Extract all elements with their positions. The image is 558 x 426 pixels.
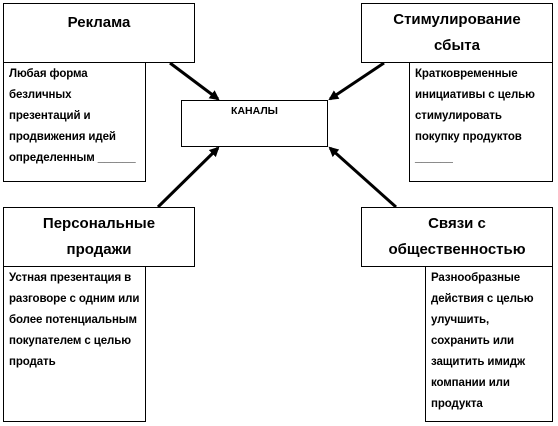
advertising-title-box: Реклама [3, 3, 195, 63]
arrow-sales-promotion-to-channels [328, 61, 385, 101]
channels-center-label: КАНАЛЫ [231, 105, 278, 117]
public-relations-description-box: Разнообразные действия с целью улучшить,… [425, 266, 553, 422]
sales-promotion-description: Кратковременные инициативы с целью стиму… [415, 68, 535, 164]
arrow-personal-selling-to-channels [156, 146, 220, 209]
personal-selling-title-line-1: Персональные [42, 215, 156, 232]
public-relations-title-line-2: общественностью [388, 241, 526, 258]
public-relations-title-line-1: Связи с [428, 215, 486, 232]
sales-promotion-title-line-2: сбыта [434, 37, 480, 54]
personal-selling-description: Устная презентация в разговоре с одним и… [9, 272, 140, 368]
advertising-title: Реклама [67, 14, 131, 31]
advertising-description: Любая форма безличных презентаций и прод… [9, 68, 136, 164]
sales-promotion-description-box: Кратковременные инициативы с целью стиму… [409, 62, 553, 182]
personal-selling-title-box: Персональные продажи [3, 207, 195, 267]
personal-selling-title-line-2: продажи [66, 241, 132, 258]
arrow-public-relations-to-channels [328, 146, 397, 209]
sales-promotion-title-line-1: Стимулирование [393, 11, 521, 28]
public-relations-description: Разнообразные действия с целью улучшить,… [431, 272, 534, 410]
sales-promotion-title-box: Стимулирование сбыта [361, 3, 553, 63]
public-relations-title-box: Связи с общественностью [361, 207, 553, 267]
channels-center-box: КАНАЛЫ [181, 100, 328, 147]
arrow-advertising-to-channels [169, 61, 220, 101]
advertising-description-box: Любая форма безличных презентаций и прод… [3, 62, 146, 182]
personal-selling-description-box: Устная презентация в разговоре с одним и… [3, 266, 146, 422]
